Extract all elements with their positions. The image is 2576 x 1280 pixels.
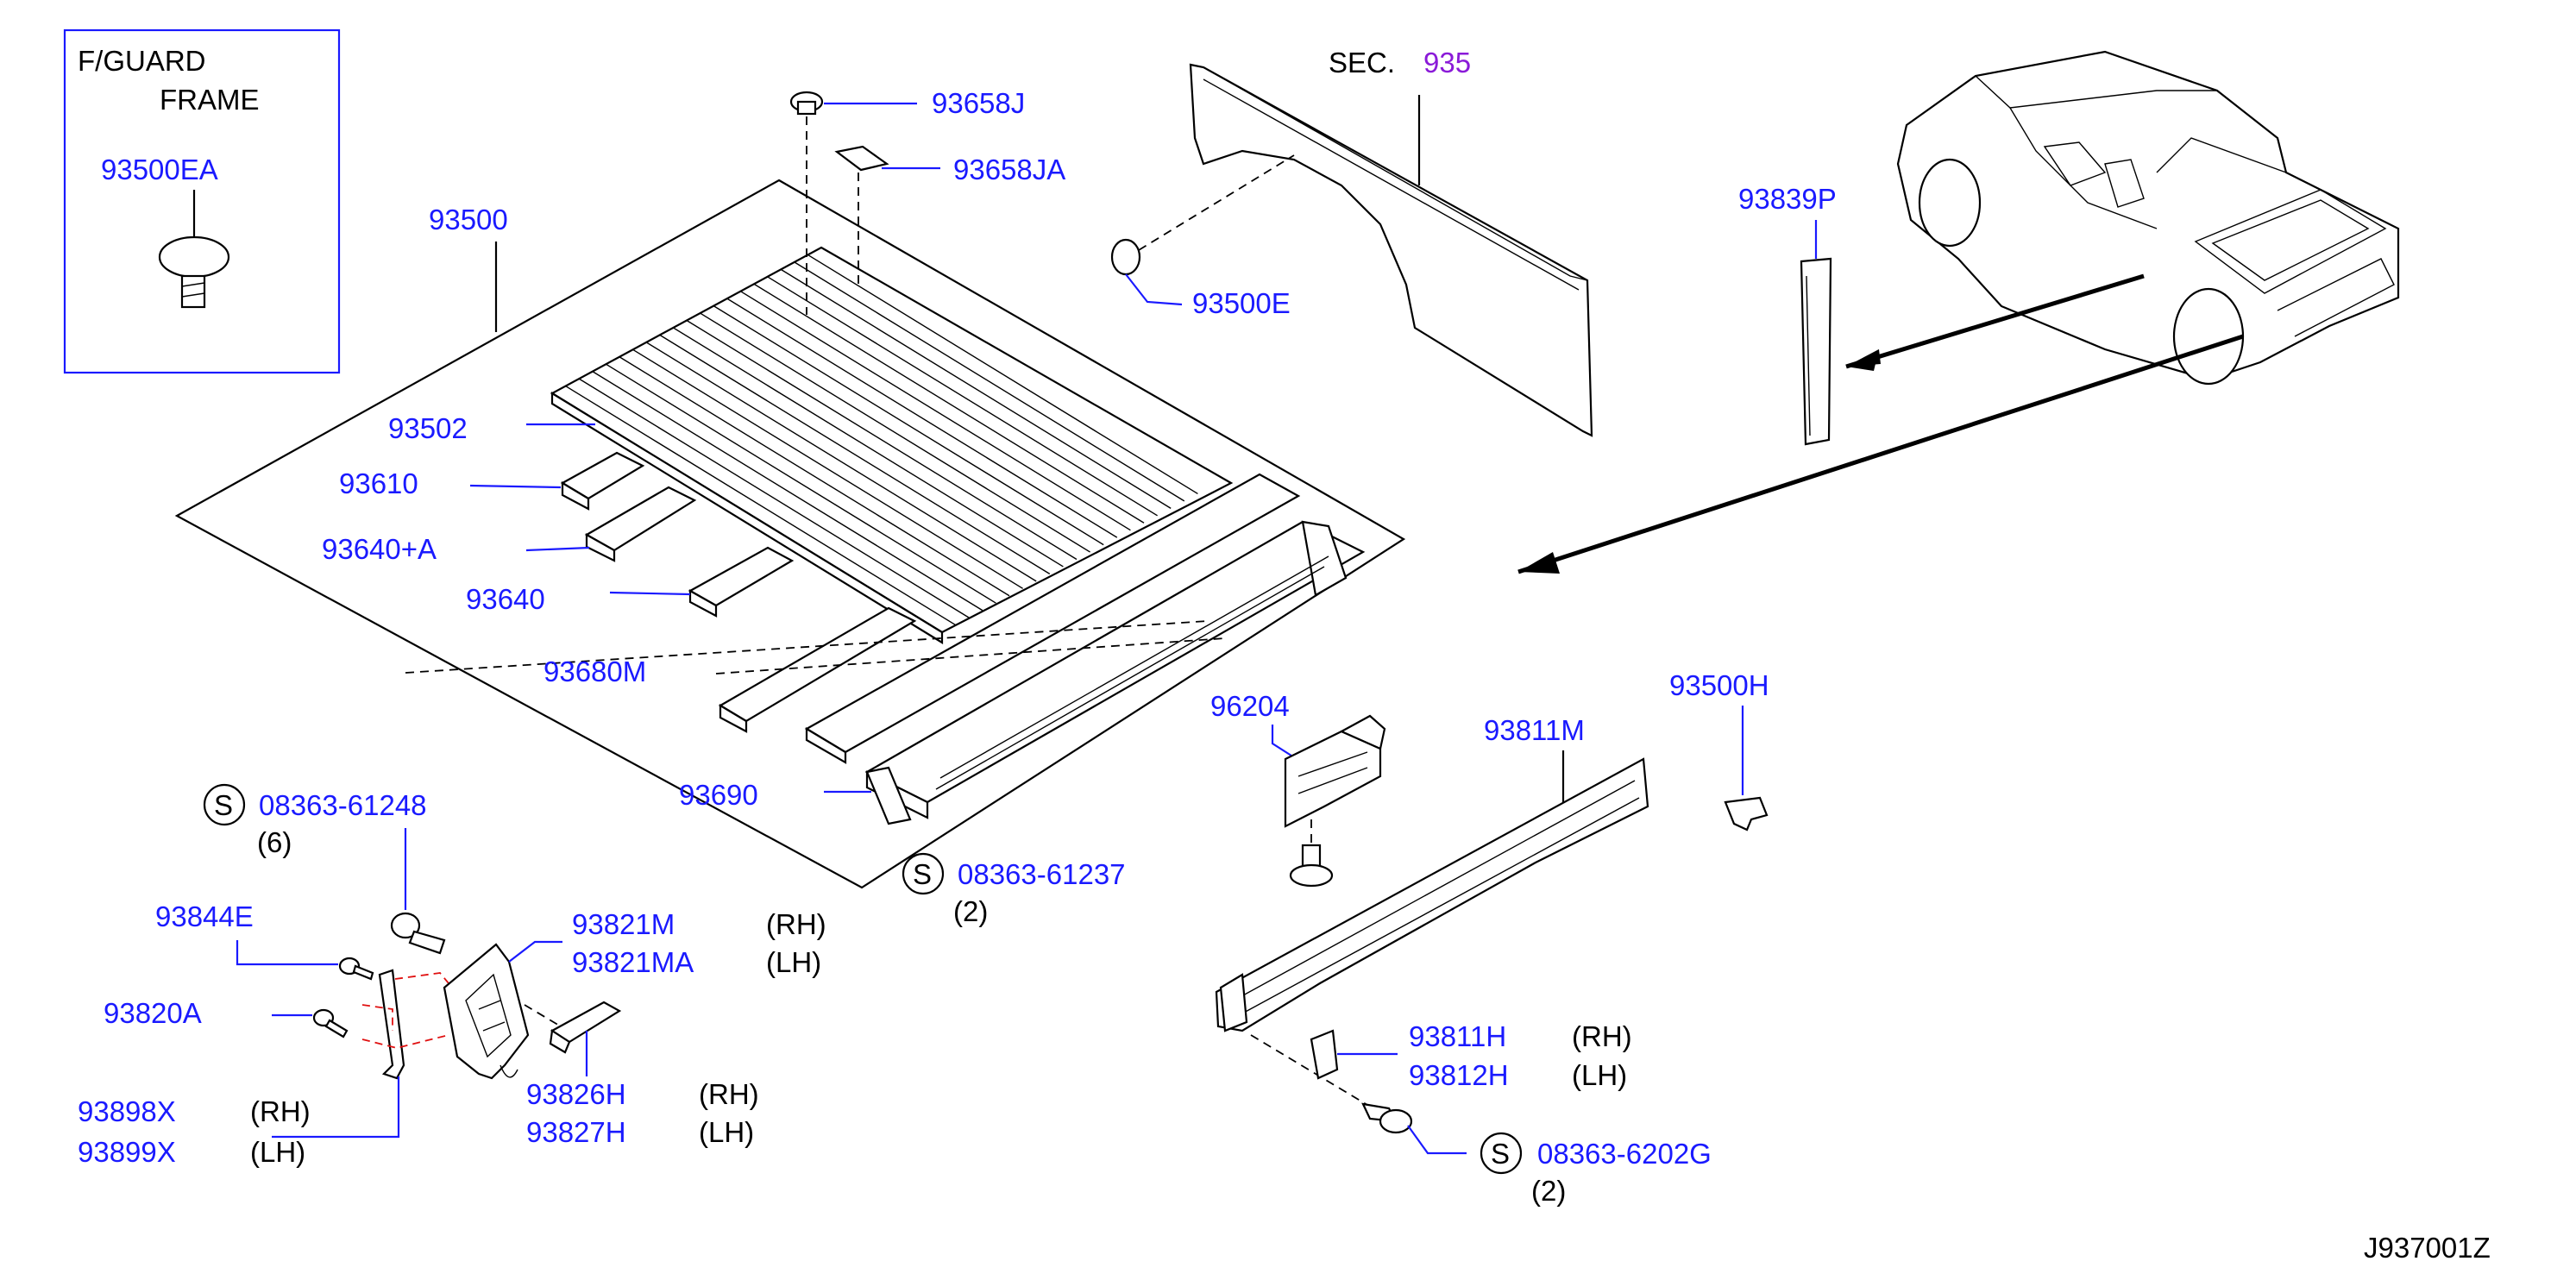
inset-title-line1: F/GUARD: [78, 45, 206, 77]
bolt-icon: [1289, 844, 1334, 888]
side-rh-93898x: (RH): [250, 1095, 311, 1127]
label-93811h[interactable]: 93811H: [1409, 1020, 1506, 1052]
floor-rib: [713, 305, 1104, 546]
label-93658ja[interactable]: 93658JA: [953, 154, 1065, 185]
cap-plug-icon: [789, 91, 824, 116]
bolt-icon: [1361, 1102, 1413, 1134]
s-symbol-circle: [203, 783, 246, 826]
bolt1-qty: (6): [257, 826, 292, 858]
floor-rib: [686, 319, 1078, 561]
label-93844e[interactable]: 93844E: [155, 900, 254, 932]
inset-box: F/GUARD FRAME 93500EA: [63, 28, 341, 374]
side-lh-93812h: (LH): [1572, 1059, 1627, 1091]
floor-rib: [794, 261, 1185, 502]
label-93500h[interactable]: 93500H: [1669, 669, 1769, 701]
label-93821ma[interactable]: 93821MA: [572, 946, 694, 978]
label-93680m[interactable]: 93680M: [543, 656, 646, 687]
label-93690[interactable]: 93690: [679, 779, 758, 811]
bolt-icon: [390, 912, 446, 955]
cross-members: [560, 451, 917, 733]
label-93899x[interactable]: 93899X: [78, 1136, 176, 1168]
side-rh-93821m: (RH): [766, 908, 826, 940]
floor-rib: [673, 327, 1064, 568]
label-08363-6202g[interactable]: 08363-6202G: [1537, 1138, 1712, 1170]
inset-part-label[interactable]: 93500EA: [101, 154, 218, 185]
floor-rib: [578, 378, 970, 618]
floor-rib: [753, 283, 1145, 524]
label-96204[interactable]: 96204: [1210, 690, 1290, 722]
screw-icon: [338, 957, 374, 981]
floor-rib: [659, 334, 1051, 574]
floor-rib: [700, 312, 1090, 553]
label-93640[interactable]: 93640: [466, 583, 545, 615]
bolt3-qty: (2): [1531, 1175, 1566, 1207]
label-08363-61237[interactable]: 08363-61237: [958, 858, 1126, 890]
floor-rib: [565, 385, 956, 626]
label-93812h[interactable]: 93812H: [1409, 1059, 1509, 1091]
diagram-code: J937001Z: [2364, 1232, 2491, 1264]
floor-rib: [726, 298, 1118, 538]
protector-strip: [1800, 257, 1832, 446]
bracket-93811h: [1310, 1029, 1339, 1080]
floor-rib: [619, 356, 1010, 597]
bolt1-symbol: S: [214, 789, 233, 821]
side-lh-93821ma: (LH): [766, 946, 821, 978]
truck-illustration: [1896, 50, 2400, 386]
floor-rib: [780, 268, 1172, 509]
label-93839p[interactable]: 93839P: [1738, 183, 1837, 215]
floor-rib: [606, 363, 996, 604]
s-symbol-circle: [902, 852, 945, 895]
bolt2-symbol: S: [913, 858, 932, 890]
bracket-93826h: [549, 1001, 622, 1054]
floor-rib: [767, 276, 1158, 517]
bed-assembly-outline: [174, 179, 1406, 889]
bracket-93898x: [378, 969, 405, 1080]
clip-93500h: [1724, 796, 1769, 831]
floor-rib: [740, 291, 1131, 531]
side-lh-93827h: (LH): [699, 1116, 754, 1148]
rail-93811m: [1215, 757, 1649, 1032]
side-rh-93811h: (RH): [1572, 1020, 1632, 1052]
sec-number[interactable]: 935: [1423, 47, 1471, 78]
label-08363-61248[interactable]: 08363-61248: [259, 789, 427, 821]
label-93500e[interactable]: 93500E: [1192, 287, 1291, 319]
floor-rib: [807, 254, 1198, 495]
label-93500[interactable]: 93500: [429, 204, 508, 235]
side-panel: [1189, 63, 1593, 437]
floor-rib: [592, 371, 983, 612]
floor-rib: [645, 342, 1037, 582]
bolt2-qty: (2): [953, 895, 988, 927]
label-93640-a[interactable]: 93640+A: [322, 533, 437, 565]
bracket-96204: [1284, 714, 1386, 828]
inset-title-line2: FRAME: [160, 84, 260, 116]
bolt3-symbol: S: [1491, 1138, 1510, 1170]
grommet-icon: [1110, 238, 1141, 276]
label-93827h[interactable]: 93827H: [526, 1116, 626, 1148]
bracket-93821m: [443, 943, 530, 1080]
side-rails: [804, 473, 1366, 825]
label-93821m[interactable]: 93821M: [572, 908, 675, 940]
label-93658j[interactable]: 93658J: [932, 87, 1025, 119]
label-93502[interactable]: 93502: [388, 412, 468, 444]
inset-frame: [63, 28, 341, 374]
s-symbol-circle: [1480, 1132, 1523, 1175]
label-93811m[interactable]: 93811M: [1484, 714, 1585, 746]
label-93820a[interactable]: 93820A: [104, 997, 202, 1029]
screw-icon: [312, 1008, 349, 1038]
label-93610[interactable]: 93610: [339, 467, 418, 499]
label-93826h[interactable]: 93826H: [526, 1078, 626, 1110]
side-lh-93899x: (LH): [250, 1136, 305, 1168]
bed-floor-panel: [550, 246, 1234, 644]
sec-label: SEC.: [1329, 47, 1395, 78]
side-rh-93826h: (RH): [699, 1078, 759, 1110]
floor-rib: [632, 348, 1023, 589]
push-clip-icon: [158, 235, 230, 309]
label-93898x[interactable]: 93898X: [78, 1095, 176, 1127]
clip-icon: [834, 145, 889, 172]
